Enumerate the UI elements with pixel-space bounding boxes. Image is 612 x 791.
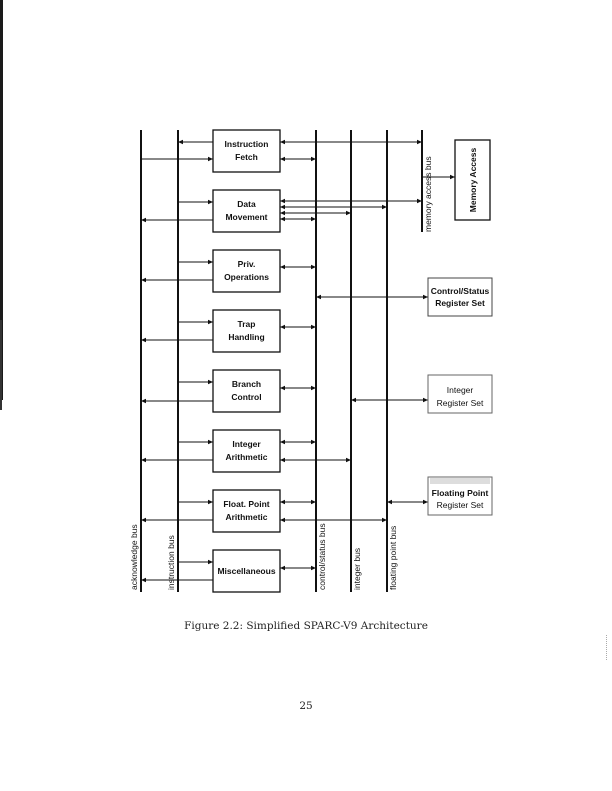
- acknowledge-bus-label: acknowledge bus: [129, 524, 139, 590]
- float-point-arithmetic-box: [212, 489, 281, 533]
- priv-operations-label-2: Operations: [224, 272, 269, 282]
- floating-point-register-label-2: Register Set: [437, 500, 484, 510]
- scan-edge-artifact: [0, 0, 3, 400]
- integer-arithmetic-box: [212, 429, 281, 473]
- instruction-fetch-box: [212, 129, 281, 173]
- memory-access-label: Memory Access: [468, 148, 478, 213]
- data-movement-box: [212, 189, 281, 233]
- control-status-register-label-2: Register Set: [435, 298, 485, 308]
- integer-register-label-2: Register Set: [437, 398, 484, 408]
- float-point-arithmetic-label-2: Arithmetic: [225, 512, 267, 522]
- branch-control-label-2: Control: [231, 392, 261, 402]
- data-movement-label-2: Movement: [225, 212, 267, 222]
- page-number: 25: [299, 700, 313, 712]
- scan-noise: [606, 635, 608, 660]
- priv-operations-label-1: Priv.: [238, 259, 256, 269]
- miscellaneous-box: [212, 549, 281, 593]
- float-point-arithmetic-label-1: Float. Point: [223, 499, 269, 509]
- memory-access-box: [454, 139, 491, 221]
- figure-caption: Figure 2.2: Simplified SPARC-V9 Architec…: [184, 620, 428, 632]
- integer-bus-label: integer bus: [352, 548, 362, 590]
- trap-handling-label-1: Trap: [238, 319, 256, 329]
- scan-edge-artifact: [0, 320, 2, 410]
- instruction-bus-label: instruction bus: [166, 535, 176, 590]
- scan-noise: [430, 478, 490, 484]
- priv-operations-box: [212, 249, 281, 293]
- instruction-fetch-label-1: Instruction: [225, 139, 269, 149]
- integer-arithmetic-label-2: Arithmetic: [225, 452, 267, 462]
- control-status-register-set-box: [427, 277, 493, 317]
- control-status-register-label-1: Control/Status: [431, 286, 490, 296]
- trap-handling-box: [212, 309, 281, 353]
- control-status-bus-label: control/status bus: [317, 523, 327, 590]
- floating-point-register-label-1: Floating Point: [432, 488, 489, 498]
- instruction-fetch-label-2: Fetch: [235, 152, 258, 162]
- floating-point-bus-label: floating point bus: [388, 526, 398, 590]
- integer-register-set-box: [427, 374, 493, 414]
- branch-control-box: [212, 369, 281, 413]
- integer-register-label-1: Integer: [447, 385, 474, 395]
- data-movement-label-1: Data: [237, 199, 256, 209]
- integer-arithmetic-label-1: Integer: [232, 439, 261, 449]
- memory-access-bus-label: memory access bus: [423, 156, 433, 232]
- miscellaneous-label: Miscellaneous: [217, 566, 275, 576]
- branch-control-label-1: Branch: [232, 379, 261, 389]
- trap-handling-label-2: Handling: [228, 332, 264, 342]
